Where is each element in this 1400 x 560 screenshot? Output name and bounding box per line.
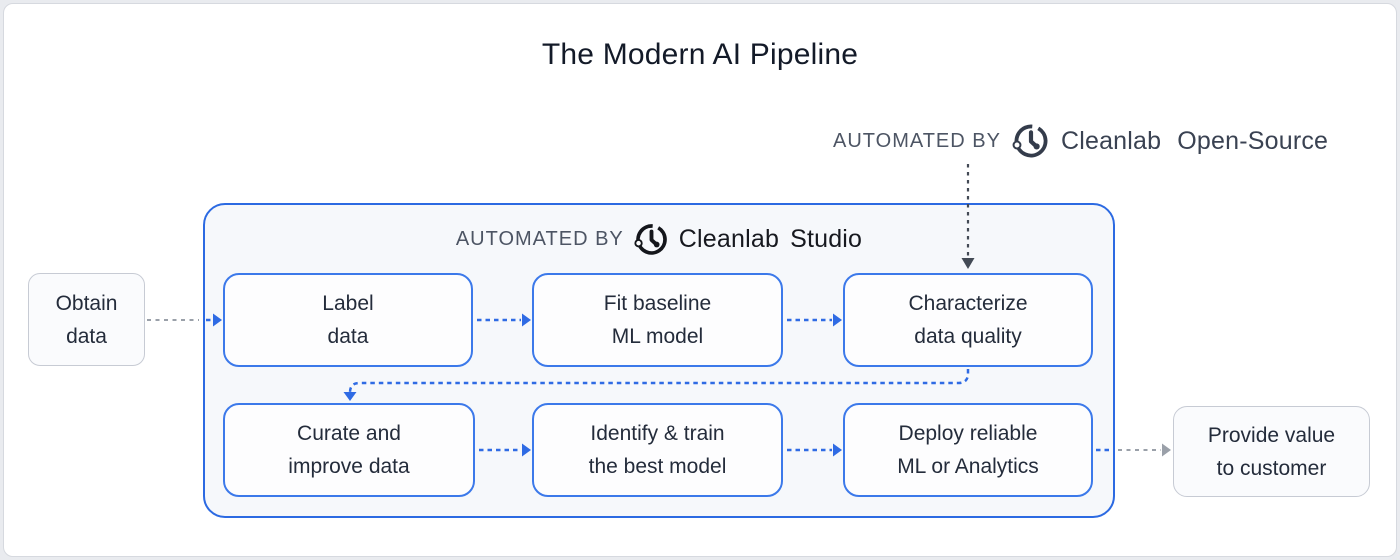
node-characterize-data-quality: Characterize data quality — [843, 273, 1093, 367]
node-obtain-data: Obtain data — [28, 273, 145, 366]
node-fit-baseline-ml-model: Fit baseline ML model — [532, 273, 783, 367]
automated-by-label: AUTOMATED BY — [455, 227, 624, 250]
node-identify-train-best-model: Identify & train the best model — [532, 403, 783, 497]
automated-by-label: AUTOMATED BY — [833, 129, 1001, 152]
studio-annotation: AUTOMATED BY Cleanlab Studio — [203, 218, 1115, 260]
cleanlab-open-source-logo-icon — [1011, 121, 1051, 161]
diagram-title: The Modern AI Pipeline — [541, 38, 859, 71]
node-curate-and-improve-data: Curate and improve data — [223, 403, 475, 497]
node-provide-value-to-customer: Provide value to customer — [1173, 406, 1370, 497]
cleanlab-brand-label: Cleanlab — [1060, 126, 1162, 155]
open-source-annotation: AUTOMATED BY Cleanlab Open-Source — [833, 119, 1328, 163]
cleanlab-studio-logo-icon — [633, 221, 670, 258]
node-label-data: Label data — [223, 273, 473, 367]
cleanlab-brand-label: Cleanlab — [678, 224, 780, 253]
node-deploy-reliable-ml: Deploy reliable ML or Analytics — [843, 403, 1093, 497]
open-source-product-label: Open-Source — [1177, 126, 1329, 155]
studio-product-label: Studio — [790, 224, 863, 253]
